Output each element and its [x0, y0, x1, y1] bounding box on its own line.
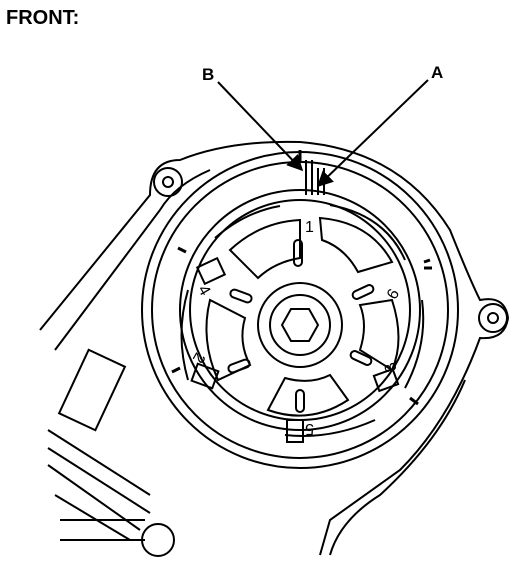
mounting-boss-right	[478, 303, 508, 333]
cover-lower-details	[47, 348, 175, 557]
callout-b-leader	[217, 81, 304, 172]
mark-4: 4	[194, 283, 213, 299]
mark-3: 3	[382, 360, 401, 374]
callout-a-label: A	[431, 63, 443, 82]
front-heading: FRONT:	[6, 7, 79, 29]
callout-a-leader	[316, 79, 429, 188]
mark-5: 5	[305, 420, 314, 437]
engine-cover-outline	[39, 140, 510, 556]
pulley-oval-holes	[227, 239, 375, 413]
pulley-rect-marks	[190, 256, 400, 443]
pulley-hub	[257, 282, 343, 368]
mark-1: 1	[305, 219, 314, 236]
mounting-boss-upper	[153, 167, 183, 197]
pulley-spokes	[205, 216, 400, 417]
callout-b-label: B	[202, 65, 214, 84]
pulley-slots	[180, 204, 425, 437]
hex-bolt	[280, 308, 320, 342]
